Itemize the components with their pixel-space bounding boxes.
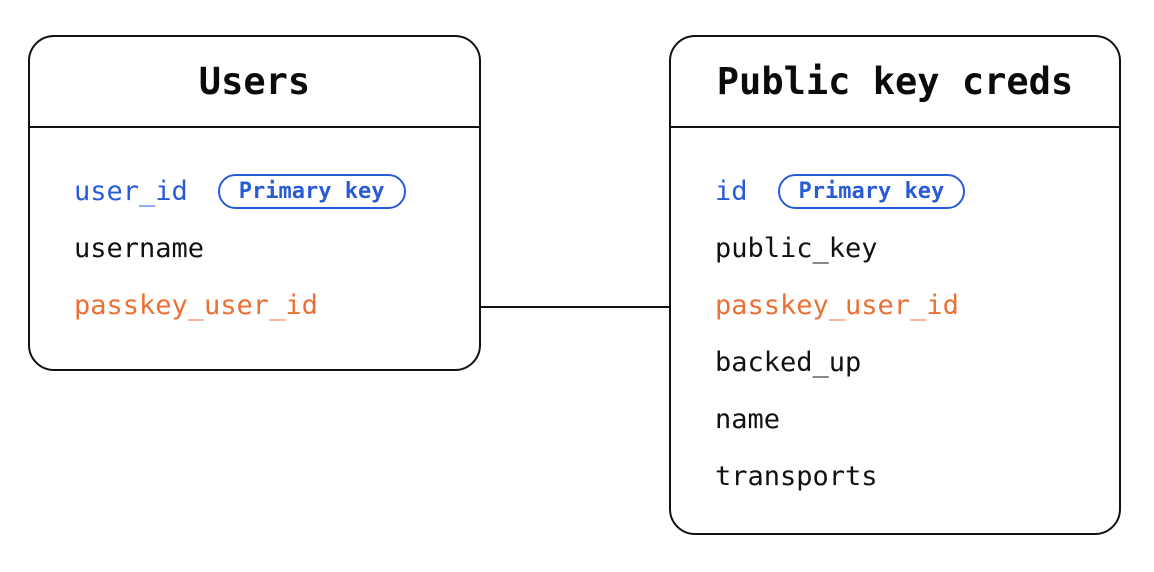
table-public-key-creds-header: Public key creds [671,37,1119,128]
field-row: user_id Primary key [30,163,479,220]
field-row: transports [671,448,1119,505]
field-row: username [30,220,479,277]
field-name: passkey_user_id [715,290,959,321]
relation-line [479,306,671,308]
field-name: id [715,176,748,207]
table-public-key-creds-body: id Primary key public_key passkey_user_i… [671,128,1119,505]
field-row: id Primary key [671,163,1119,220]
field-row: passkey_user_id [30,277,479,334]
field-name: public_key [715,233,878,264]
table-users-body: user_id Primary key username passkey_use… [30,128,479,334]
field-name: user_id [74,176,188,207]
field-row: passkey_user_id [671,277,1119,334]
table-users-header: Users [30,37,479,128]
table-public-key-creds: Public key creds id Primary key public_k… [669,35,1121,535]
field-name: backed_up [715,347,862,378]
field-name: username [74,233,205,264]
field-name: passkey_user_id [74,290,318,321]
primary-key-badge: Primary key [777,174,966,209]
table-title: Public key creds [716,60,1074,103]
field-row: name [671,391,1119,448]
table-users: Users user_id Primary key username passk… [28,35,481,371]
table-title: Users [198,60,311,103]
field-name: transports [715,461,878,492]
field-row: backed_up [671,334,1119,391]
primary-key-badge: Primary key [217,174,406,209]
field-name: name [715,404,781,435]
field-row: public_key [671,220,1119,277]
